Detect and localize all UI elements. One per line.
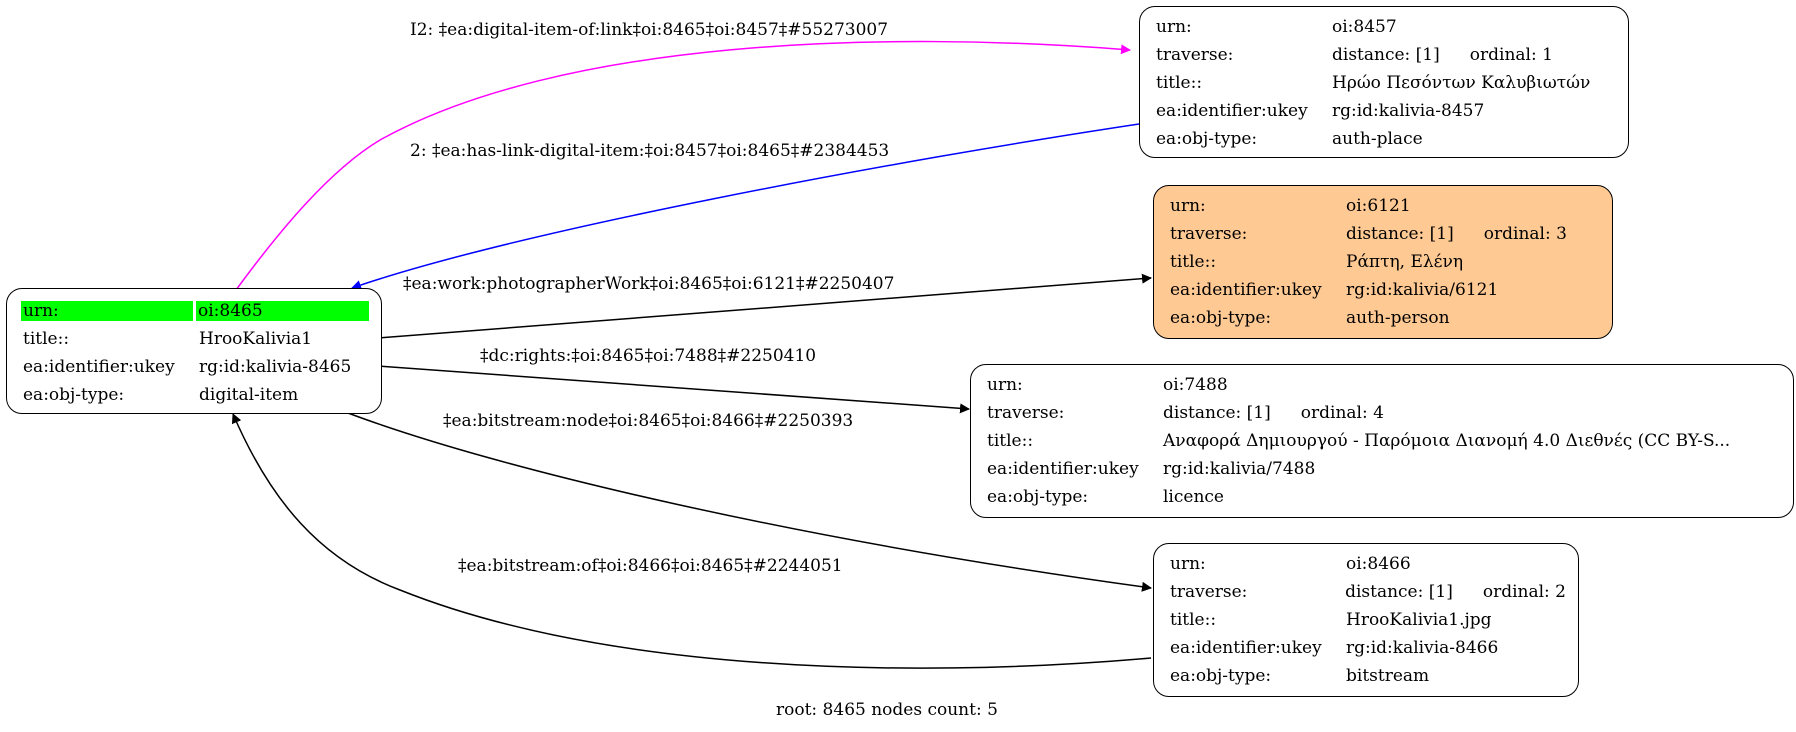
- row-key: urn:: [21, 301, 193, 321]
- row-key: title::: [987, 431, 1034, 451]
- graph-footer: root: 8465 nodes count: 5: [776, 700, 998, 720]
- row-key: ea:obj-type:: [1170, 666, 1272, 686]
- row-key: ea:obj-type:: [1170, 308, 1272, 328]
- row-key: ea:identifier:ukey: [1170, 280, 1322, 300]
- root-node-8465[interactable]: urn: oi:8465 title:: HrooKalivia1 ea:ide…: [6, 288, 382, 414]
- node-ukey: rg:id:kalivia-8466: [1346, 638, 1499, 658]
- node-urn: oi:6121: [1346, 196, 1411, 216]
- node-8457[interactable]: urn: oi:8457 traverse: distance: [1] ordina…: [1139, 6, 1629, 158]
- row-key: traverse:: [1156, 45, 1234, 65]
- node-distance: distance: [1]: [1346, 224, 1454, 244]
- node-urn: oi:8457: [1332, 17, 1397, 37]
- row-key: traverse:: [987, 403, 1065, 423]
- row-key: urn:: [1156, 17, 1192, 37]
- node-ukey: rg:id:kalivia/6121: [1346, 280, 1499, 300]
- node-obj-type: auth-person: [1346, 308, 1450, 328]
- node-ordinal: ordinal: 4: [1300, 403, 1384, 423]
- row-value: digital-item: [199, 385, 299, 405]
- row-key: title::: [1170, 610, 1217, 630]
- edge-bitstream-of[interactable]: [231, 413, 1152, 669]
- row-value: rg:id:kalivia-8465: [199, 357, 352, 377]
- node-title: Αναφορά Δημιουργού - Παρόμοια Διανομή 4.…: [1163, 431, 1731, 451]
- node-ordinal: ordinal: 3: [1483, 224, 1567, 244]
- row-key: urn:: [1170, 196, 1206, 216]
- edge-label-has-link-digital-item: 2: ‡ea:has-link-digital-item:‡oi:8457‡oi…: [410, 141, 890, 161]
- edge-bitstream-node[interactable]: [347, 412, 1152, 592]
- node-7488[interactable]: urn: oi:7488 traverse: distance: [1] ordina…: [970, 364, 1794, 518]
- node-6121[interactable]: urn: oi:6121 traverse: distance: [1] ordina…: [1153, 185, 1613, 339]
- edge-label-rights: ‡dc:rights:‡oi:8465‡oi:7488‡#2250410: [480, 346, 817, 366]
- node-row-urn: urn: oi:8465: [21, 297, 369, 325]
- node-distance: distance: [1]: [1163, 403, 1271, 423]
- node-ordinal: ordinal: 2: [1482, 582, 1566, 602]
- row-key: title::: [1156, 73, 1203, 93]
- row-value: HrooKalivia1: [199, 329, 313, 349]
- edge-label-bitstream-node: ‡ea:bitstream:node‡oi:8465‡oi:8466‡#2250…: [443, 411, 854, 431]
- node-row-obj-type: ea:obj-type: digital-item: [21, 381, 369, 409]
- row-key: ea:identifier:ukey: [23, 357, 175, 377]
- node-title: HrooKalivia1.jpg: [1346, 610, 1492, 630]
- row-key: ea:identifier:ukey: [1156, 101, 1308, 121]
- row-value: oi:8465: [196, 301, 369, 321]
- row-key: ea:identifier:ukey: [1170, 638, 1322, 658]
- node-title: Ράπτη, Ελένη: [1346, 252, 1463, 272]
- edge-photographer-work[interactable]: [377, 273, 1152, 339]
- row-key: title::: [23, 329, 70, 349]
- node-distance: distance: [1]: [1332, 45, 1440, 65]
- node-urn: oi:8466: [1346, 554, 1411, 574]
- node-row-ukey: ea:identifier:ukey rg:id:kalivia-8465: [21, 353, 369, 381]
- node-urn: oi:7488: [1163, 375, 1228, 395]
- edge-digital-item-of[interactable]: [235, 40, 1131, 291]
- row-key: ea:obj-type:: [987, 487, 1089, 507]
- row-key: urn:: [987, 375, 1023, 395]
- row-key: ea:obj-type:: [23, 385, 125, 405]
- edge-label-photographer-work: ‡ea:work:photographerWork‡oi:8465‡oi:612…: [403, 274, 895, 294]
- node-row-title: title:: HrooKalivia1: [21, 325, 369, 353]
- node-ukey: rg:id:kalivia/7488: [1163, 459, 1316, 479]
- node-distance: distance: [1]: [1345, 582, 1453, 602]
- node-obj-type: bitstream: [1346, 666, 1430, 686]
- edge-label-bitstream-of: ‡ea:bitstream:of‡oi:8466‡oi:8465‡#224405…: [458, 556, 843, 576]
- row-key: title::: [1170, 252, 1217, 272]
- row-key: traverse:: [1170, 224, 1248, 244]
- edge-label-digital-item-of: I2: ‡ea:digital-item-of:link‡oi:8465‡oi:…: [410, 20, 889, 40]
- node-8466[interactable]: urn: oi:8466 traverse: distance: [1] ordina…: [1153, 543, 1579, 697]
- row-key: ea:identifier:ukey: [987, 459, 1139, 479]
- node-obj-type: auth-place: [1332, 129, 1423, 149]
- row-key: urn:: [1170, 554, 1206, 574]
- node-title: Ηρώο Πεσόντων Καλυβιωτών: [1332, 73, 1591, 93]
- node-ordinal: ordinal: 1: [1469, 45, 1553, 65]
- edge-rights[interactable]: [377, 365, 970, 414]
- row-key: traverse:: [1170, 582, 1248, 602]
- node-obj-type: licence: [1163, 487, 1224, 507]
- edge-has-link-digital-item[interactable]: [351, 123, 1140, 290]
- node-ukey: rg:id:kalivia-8457: [1332, 101, 1485, 121]
- row-key: ea:obj-type:: [1156, 129, 1258, 149]
